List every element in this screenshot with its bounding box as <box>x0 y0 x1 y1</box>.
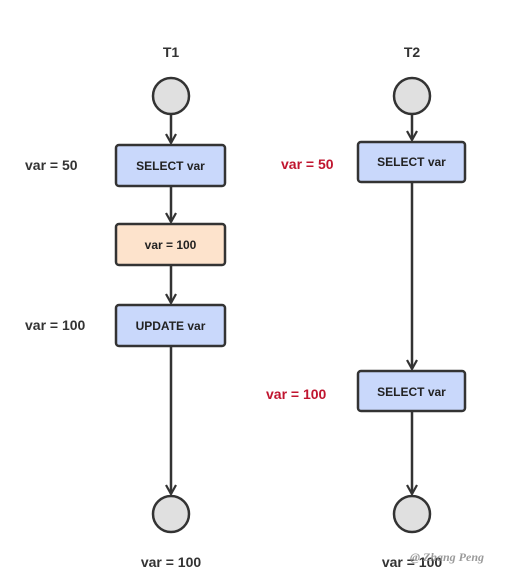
t1-update-box: UPDATE var <box>114 303 227 348</box>
t2-side-label-1: var = 50 <box>281 156 334 172</box>
t1-end-label: var = 100 <box>141 554 202 570</box>
t1-select-label: SELECT var <box>136 159 205 173</box>
t2-end-label: var = 100 <box>382 554 443 570</box>
t2-select-box-2: SELECT var <box>356 369 467 413</box>
t1-assign-label: var = 100 <box>145 238 197 252</box>
t1-select-box: SELECT var <box>114 143 227 188</box>
t1-assign-box: var = 100 <box>114 222 227 267</box>
t1-update-label: UPDATE var <box>136 319 206 333</box>
lane-title-t2: T2 <box>404 44 421 60</box>
t2-side-label-2: var = 100 <box>266 386 327 402</box>
t2-select-box-1: SELECT var <box>356 140 467 184</box>
t1-side-label-2: var = 100 <box>25 317 86 333</box>
t1-start-node <box>151 76 191 116</box>
t2-select-label-1: SELECT var <box>377 155 446 169</box>
t2-start-node <box>392 76 432 116</box>
t1-side-label-1: var = 50 <box>25 157 78 173</box>
lane-title-t1: T1 <box>163 44 180 60</box>
t2-end-node <box>392 494 432 534</box>
t2-select-label-2: SELECT var <box>377 385 446 399</box>
watermark: @ Zhang Peng <box>410 550 484 564</box>
t1-end-node <box>151 494 191 534</box>
